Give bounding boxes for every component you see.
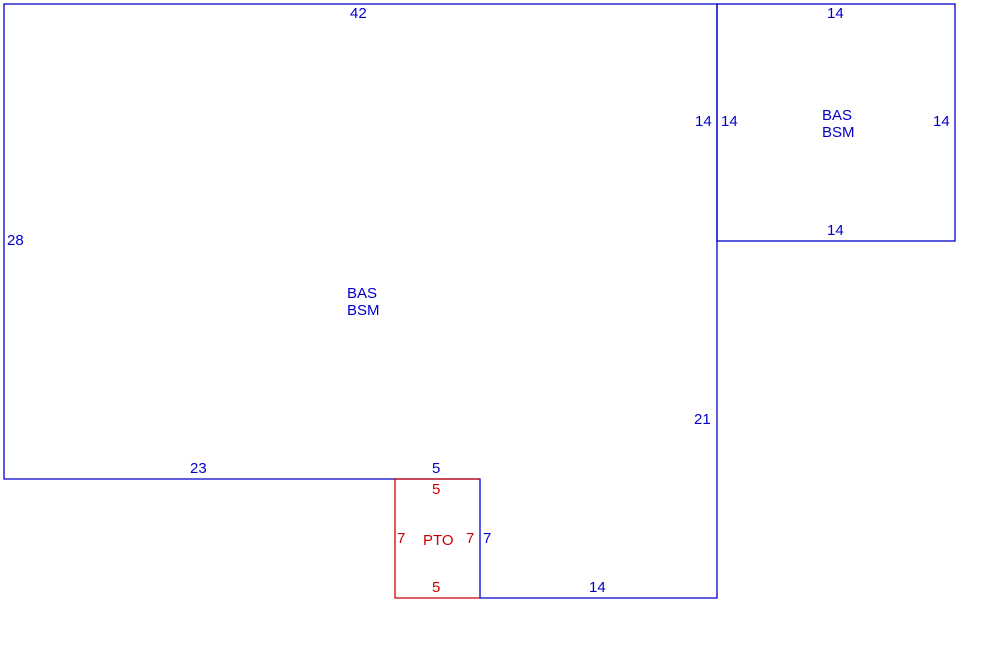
porch-area-code: PTO — [423, 532, 454, 549]
side-area-code-bas: BAS — [822, 107, 853, 124]
main-right-upper-dimension: 14 — [695, 113, 712, 130]
porch-outline — [394, 478, 480, 599]
main-top-dimension: 42 — [350, 5, 367, 22]
main-bottom-right-dimension: 14 — [589, 579, 606, 596]
porch-bottom-dimension: 5 — [432, 579, 441, 596]
main-bottom-left-dimension: 23 — [190, 460, 207, 477]
main-area-code-bsm: BSM — [347, 302, 380, 319]
porch-left-dimension: 7 — [397, 530, 406, 547]
side-bottom-dimension: 14 — [827, 222, 844, 239]
main-left-dimension: 28 — [7, 232, 24, 249]
side-area-codes: BAS BSM — [822, 107, 855, 141]
main-area-codes: BAS BSM — [347, 285, 380, 319]
porch-right-dimension: 7 — [466, 530, 475, 547]
side-right-dimension: 14 — [933, 113, 950, 130]
main-porch-side-dimension: 7 — [483, 530, 492, 547]
side-area-code-bsm: BSM — [822, 124, 855, 141]
side-top-dimension: 14 — [827, 5, 844, 22]
main-area-code-bas: BAS — [347, 285, 378, 302]
main-bottom-inner-dimension: 5 — [432, 460, 441, 477]
porch-top-dimension: 5 — [432, 481, 441, 498]
main-right-lower-dimension: 21 — [694, 411, 711, 428]
side-left-dimension: 14 — [721, 113, 738, 130]
side-area-outline — [716, 3, 956, 242]
